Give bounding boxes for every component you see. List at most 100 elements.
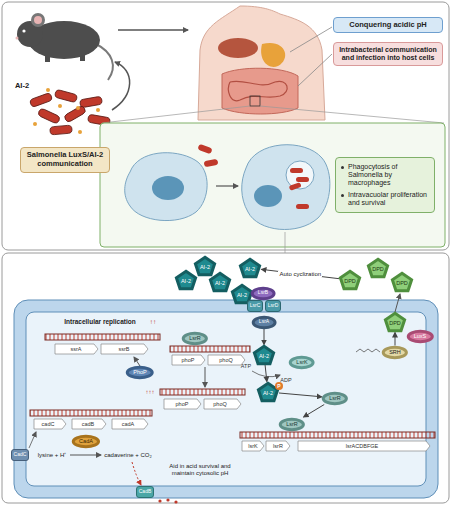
- connector: [304, 405, 325, 418]
- bullet-dot: [341, 166, 344, 169]
- connector: [265, 365, 267, 382]
- zoom-line: [285, 232, 286, 253]
- text-label: Aid in acid survival and maintain cytoso…: [158, 463, 243, 477]
- pentagon-shape: [385, 313, 404, 330]
- node-text: AI-2: [263, 390, 273, 396]
- pentagon-shape: [176, 271, 195, 288]
- activation-arrow: [134, 357, 140, 366]
- node-text: LsrC: [250, 303, 261, 309]
- ellipse-shape: [291, 357, 314, 368]
- leader-line: [298, 54, 332, 86]
- pentagon-shape: [254, 346, 273, 363]
- node-text: Salmonella LuxS/AI-2 communication: [26, 151, 104, 168]
- text-label: phoP: [176, 401, 189, 407]
- pentagon-molecule: DPD: [340, 271, 360, 289]
- label-box: Phagocytosis of Salmonella by macrophage…: [335, 157, 435, 213]
- node-text: LsrK: [296, 359, 307, 365]
- text-label: lsrK: [248, 443, 257, 449]
- top-panel: [2, 2, 449, 250]
- leader-line: [290, 27, 332, 52]
- node-text: AI-2: [259, 353, 269, 359]
- edge-label: Auto cyclization: [278, 271, 322, 278]
- bullet-text: Phagocytosis of Salmonella by macrophage…: [348, 163, 429, 187]
- ellipse-shape: [128, 367, 153, 378]
- text-label: cadA: [122, 421, 135, 427]
- node-text: AI-2: [245, 266, 255, 272]
- pentagon-molecule: DPD: [385, 313, 405, 331]
- node-text: AI-2: [200, 264, 210, 270]
- text-label: ↑↑↑: [146, 389, 155, 396]
- zoom-box: [100, 123, 445, 247]
- text-label: lsrACDBFGE: [346, 443, 378, 449]
- pentagon-shape: [368, 259, 387, 276]
- bullet-text: Intravacuolar proliferation and survival: [348, 191, 429, 207]
- protein-ellipse: LsrA: [253, 317, 275, 328]
- node-text: LsrR: [189, 335, 201, 341]
- methyl-chain: [356, 349, 380, 352]
- activation-arrow: [29, 432, 36, 448]
- protein-ellipse: LuxS: [408, 331, 433, 342]
- node-text: LsrB: [258, 290, 268, 296]
- gene-arrow: [34, 344, 430, 451]
- connector: [262, 269, 340, 278]
- export-arrow: [395, 294, 400, 312]
- node-text: PhoP: [133, 369, 146, 375]
- text-label: lsrR: [273, 443, 283, 449]
- node-text: CadB: [139, 489, 152, 495]
- flow-arrow: [216, 185, 238, 186]
- node-text: LsrD: [268, 303, 279, 309]
- reaction-arrow: [70, 455, 101, 456]
- phosphate-circle: P: [275, 382, 283, 390]
- pentagon-shape: [340, 271, 359, 288]
- text-label: ADP: [280, 377, 291, 383]
- bottom-panel: [2, 253, 449, 503]
- export-arrow: [132, 462, 141, 485]
- bullet-dot: [341, 194, 344, 197]
- node-text: LsrA: [259, 319, 269, 325]
- node-text: CadA: [79, 438, 93, 444]
- node-text: LsrR: [329, 395, 341, 401]
- node-text: CadC: [14, 452, 27, 458]
- protein-ellipse: SRH: [383, 347, 407, 358]
- text-label: Intracellular replication: [64, 318, 136, 325]
- zoom-line: [102, 106, 250, 123]
- node-text: Intrabacterial communication and infecti…: [339, 46, 437, 62]
- node-text: AI-2: [215, 280, 225, 286]
- protein-ellipse: LsrK: [290, 357, 313, 368]
- text-label: ATP: [241, 363, 251, 369]
- dna: [30, 334, 435, 438]
- macrophage: [125, 144, 219, 221]
- pentagon-molecule: AI-2: [240, 259, 260, 277]
- label-box: Salmonella LuxS/AI-2 communication: [20, 147, 110, 172]
- node-text: AI-2: [181, 278, 191, 284]
- flow-arrow: [112, 62, 130, 110]
- node-text: DPD: [396, 280, 408, 286]
- node-text: Conquering acidic pH: [349, 21, 427, 30]
- ellipse-shape: [252, 288, 274, 299]
- pentagon-shape: [240, 259, 259, 276]
- text-label: cadC: [42, 421, 55, 427]
- membrane-protein: LsrC: [247, 300, 264, 312]
- protein-ellipse: CadA: [73, 436, 99, 447]
- connector: [279, 393, 322, 397]
- ellipse-shape: [73, 436, 98, 447]
- mouse: [16, 13, 113, 80]
- bullet-row: Phagocytosis of Salmonella by macrophage…: [341, 163, 429, 187]
- text-label: cadaverine + CO₂: [104, 452, 152, 459]
- pentagon-molecule: AI-2: [210, 273, 230, 291]
- membrane-protein: LsrD: [265, 300, 282, 312]
- protein-ellipse: LsrR: [280, 419, 304, 430]
- node-text: LsrR: [286, 421, 298, 427]
- ellipse-shape: [183, 333, 206, 344]
- text-label: phoQ: [213, 401, 226, 407]
- label-box: Intrabacterial communication and infecti…: [333, 42, 443, 66]
- pentagon-molecule: AI-2: [176, 271, 196, 289]
- protein-ellipse: LsrB: [252, 288, 274, 299]
- text-label: ssrA: [71, 346, 82, 352]
- bacteria-cluster: [29, 89, 110, 135]
- human-torso: [198, 6, 325, 120]
- ellipse-shape: [408, 331, 432, 342]
